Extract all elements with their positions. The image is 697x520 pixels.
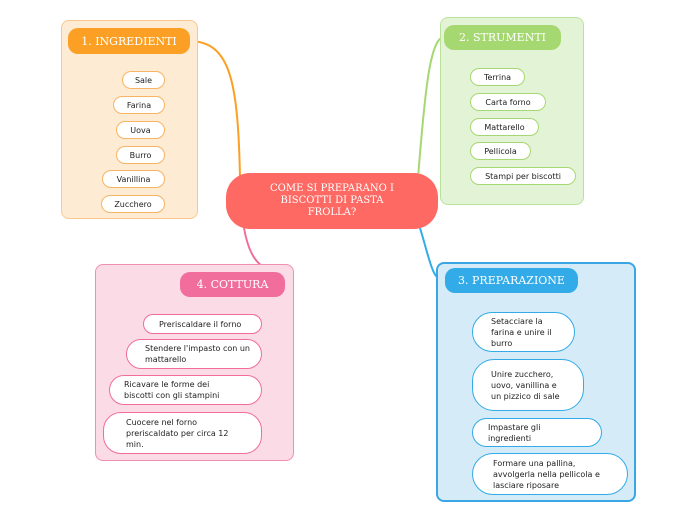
cottura-header-label: 4. COTTURA [196,278,269,291]
prep-step-label: Unire zucchero, uovo, vanillina e un piz… [491,369,560,401]
central-topic-label: COME SI PREPARANO I BISCOTTI DI PASTA FR… [270,183,394,218]
tool-node[interactable]: Terrina [470,68,525,86]
ingredient-label: Zucchero [114,199,152,209]
cooking-step-label: Cuocere nel forno preriscaldato per circ… [126,417,229,449]
ingredienti-header-label: 1. INGREDIENTI [81,34,177,48]
ingredient-node[interactable]: Vanillina [102,170,165,188]
cooking-step-node[interactable]: Preriscaldare il forno [143,314,262,334]
ingredient-node[interactable]: Sale [122,71,165,89]
cottura-header[interactable]: 4. COTTURA [180,272,285,297]
tool-label: Terrina [483,72,512,82]
cooking-step-node[interactable]: Stendere l'impasto con un mattarello [126,339,262,369]
tool-label: Pellicola [484,146,517,156]
cooking-step-node[interactable]: Ricavare le forme dei biscotti con gli s… [109,375,262,405]
prep-step-label: Impastare gli ingredienti [488,422,541,443]
cooking-step-node[interactable]: Cuocere nel forno preriscaldato per circ… [103,412,262,454]
cooking-step-label: Preriscaldare il forno [159,319,242,329]
ingredient-node[interactable]: Burro [116,146,165,164]
cooking-step-label: Stendere l'impasto con un mattarello [145,344,250,364]
preparazione-header[interactable]: 3. PREPARAZIONE [445,268,578,293]
link-central-ingredienti [189,40,241,179]
ingredient-label: Uova [130,125,151,135]
ingredienti-header[interactable]: 1. INGREDIENTI [68,28,190,54]
ingredient-label: Sale [134,75,153,85]
tool-node[interactable]: Stampi per biscotti [470,167,576,185]
prep-step-node[interactable]: Formare una pallina, avvolgerla nella pe… [472,453,628,495]
ingredient-node[interactable]: Uova [116,121,165,139]
prep-step-node[interactable]: Impastare gli ingredienti [472,418,602,447]
tool-node[interactable]: Mattarello [470,118,539,136]
cooking-step-label: Ricavare le forme dei biscotti con gli s… [124,380,220,400]
strumenti-header[interactable]: 2. STRUMENTI [444,25,561,50]
prep-step-label: Setacciare la farina e unire il burro [491,316,552,348]
central-topic[interactable]: COME SI PREPARANO I BISCOTTI DI PASTA FR… [226,173,438,229]
ingredient-node[interactable]: Zucchero [101,195,165,213]
tool-label: Carta forno [485,97,531,107]
ingredient-label: Farina [126,100,152,110]
preparazione-header-label: 3. PREPARAZIONE [458,274,565,287]
strumenti-header-label: 2. STRUMENTI [458,31,547,44]
link-central-strumenti [417,36,445,179]
ingredient-label: Vanillina [116,174,151,184]
prep-step-node[interactable]: Unire zucchero, uovo, vanillina e un piz… [472,359,584,411]
tool-label: Stampi per biscotti [485,171,561,181]
tool-node[interactable]: Pellicola [470,142,531,160]
prep-step-label: Formare una pallina, avvolgerla nella pe… [493,458,600,490]
prep-step-node[interactable]: Setacciare la farina e unire il burro [472,312,575,352]
tool-node[interactable]: Carta forno [470,93,546,111]
tool-label: Mattarello [484,122,525,132]
ingredient-node[interactable]: Farina [113,96,165,114]
ingredient-label: Burro [129,150,152,160]
